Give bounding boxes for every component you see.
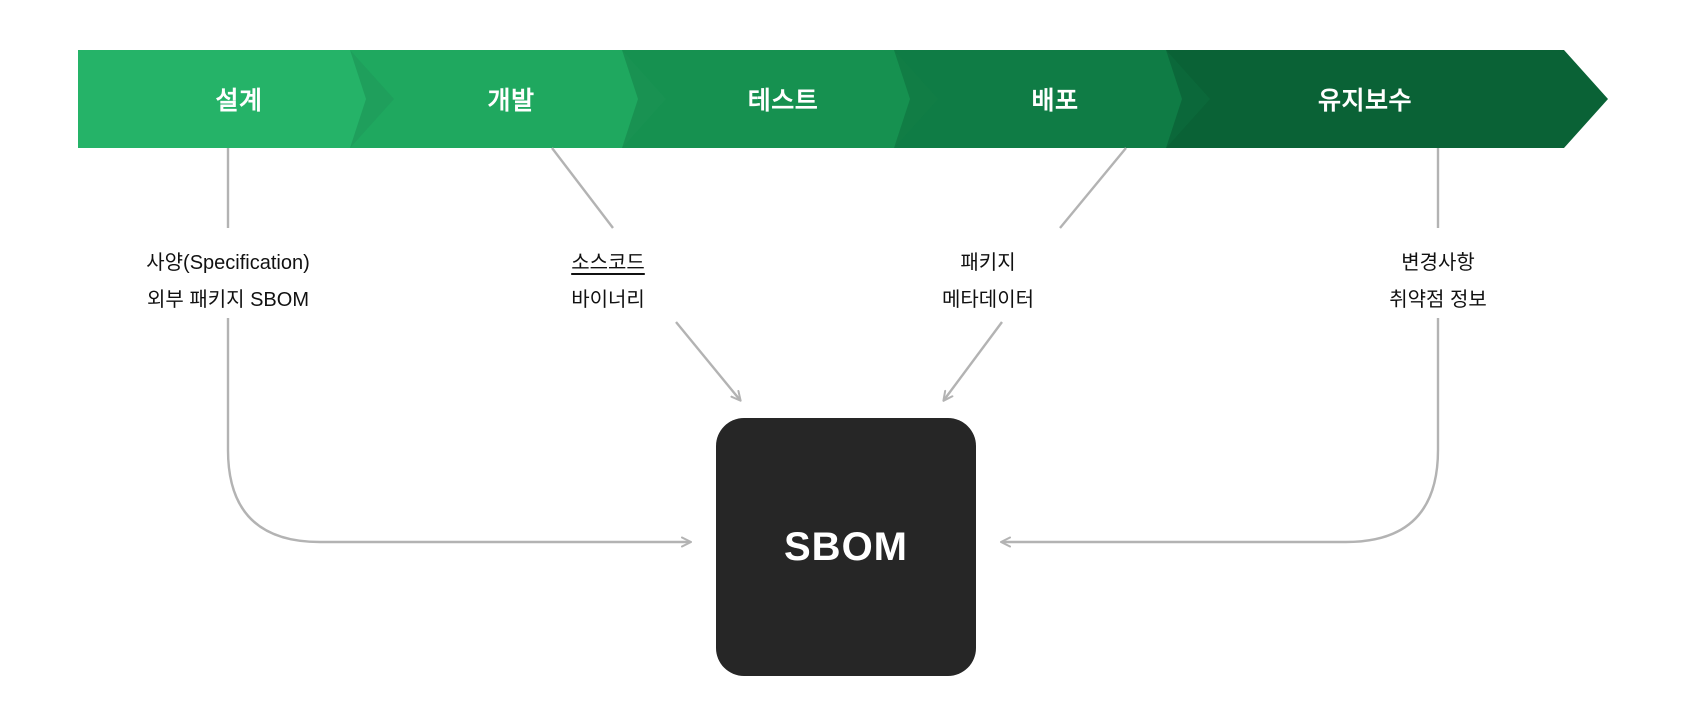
artifact-group-development: 소스코드 바이너리 [528, 245, 688, 319]
artifact-line: 변경사항 [1401, 252, 1475, 274]
artifact-line: 메타데이터 [942, 289, 1034, 311]
connector-maintenance-to-sbom [1000, 318, 1440, 548]
sbom-node[interactable]: SBOM [716, 418, 976, 676]
artifact-line: 소스코드 [571, 252, 645, 274]
artifact-line: 바이너리 [571, 289, 645, 311]
artifact-group-maintenance: 변경사항 취약점 정보 [1358, 245, 1518, 319]
sbom-node-label: SBOM [784, 524, 908, 569]
connector-stage4-label [1059, 147, 1127, 229]
process-stage-bar: 설계 개발 테스트 배 [78, 50, 1608, 148]
artifact-group-design: 사양(Specification) 외부 패키지 SBOM [78, 245, 378, 319]
artifact-line: 사양(Specification) [146, 252, 310, 274]
artifact-line: 취약점 정보 [1389, 289, 1487, 311]
process-stage-유지보수[interactable]: 유지보수 [1166, 50, 1608, 148]
connector-stage2-label [551, 147, 614, 229]
artifact-line: 패키지 [960, 252, 1016, 274]
chevron-shape [1166, 50, 1608, 148]
connector-design-to-sbom [226, 318, 692, 548]
artifact-group-deploy: 패키지 메타데이터 [908, 245, 1068, 319]
connector-dev-to-sbom [675, 321, 742, 402]
connector-deploy-to-sbom [942, 321, 1003, 402]
artifact-line: 외부 패키지 SBOM [146, 289, 309, 311]
